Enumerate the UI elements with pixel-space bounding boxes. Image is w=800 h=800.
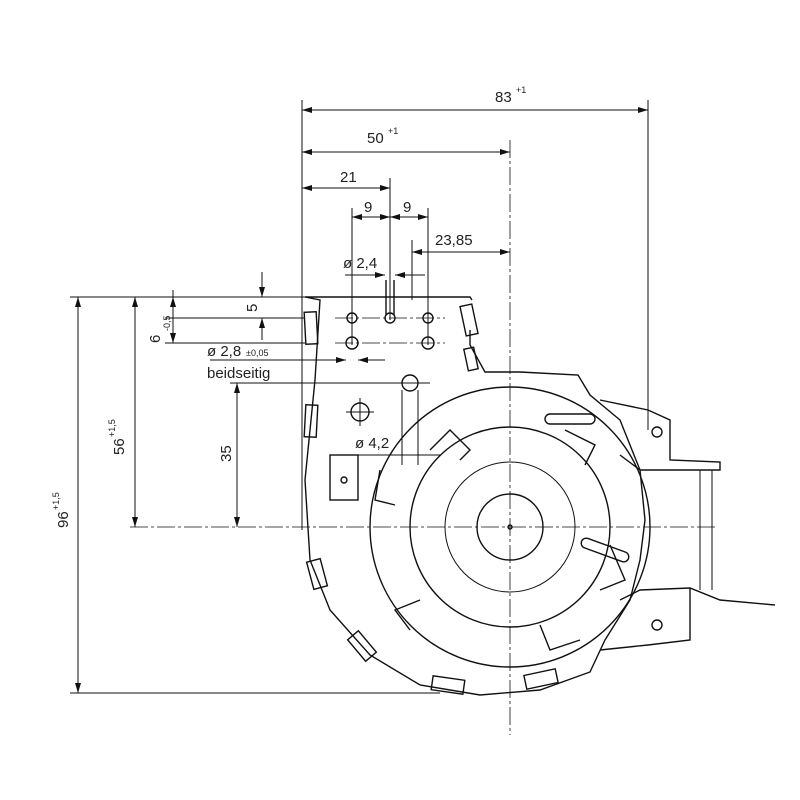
dim-6-tol: -0,5 [162,315,172,331]
hole-note: beidseitig [207,365,270,382]
dim-5: 5 [244,304,261,312]
dim-21: 21 [340,169,357,186]
dim-96-tol: +1,5 [51,492,61,510]
dim-hole-2-8-tol: ±0,05 [246,348,268,358]
dimension-labels: 83 +1 50 +1 21 9 9 23,85 ø 2,4 ø 2,8 ±0,… [51,85,526,528]
dim-hole-2-8: ø 2,8 [207,343,241,360]
impeller [369,386,651,668]
dim-35: 35 [218,445,235,462]
dim-50-tol: +1 [388,126,398,136]
dim-hole-4-2: ø 4,2 [355,435,389,452]
dim-56-tol: +1,5 [107,419,117,437]
dim-96: 96 [55,511,72,528]
dim-50: 50 [367,130,384,147]
dim-23-85: 23,85 [435,232,473,249]
dim-56: 56 [111,438,128,455]
dim-6: 6 [147,335,164,343]
mounting-holes [345,280,435,426]
fan-housing [303,296,646,696]
dim-83-tol: +1 [516,85,526,95]
dim-83: 83 [495,89,512,106]
dim-9-left: 9 [364,199,372,216]
dim-9-right: 9 [403,199,411,216]
dimension-lines [75,107,648,693]
center-lines [130,140,715,735]
dim-hole-2-4: ø 2,4 [343,255,377,272]
motor-bracket [599,399,776,651]
